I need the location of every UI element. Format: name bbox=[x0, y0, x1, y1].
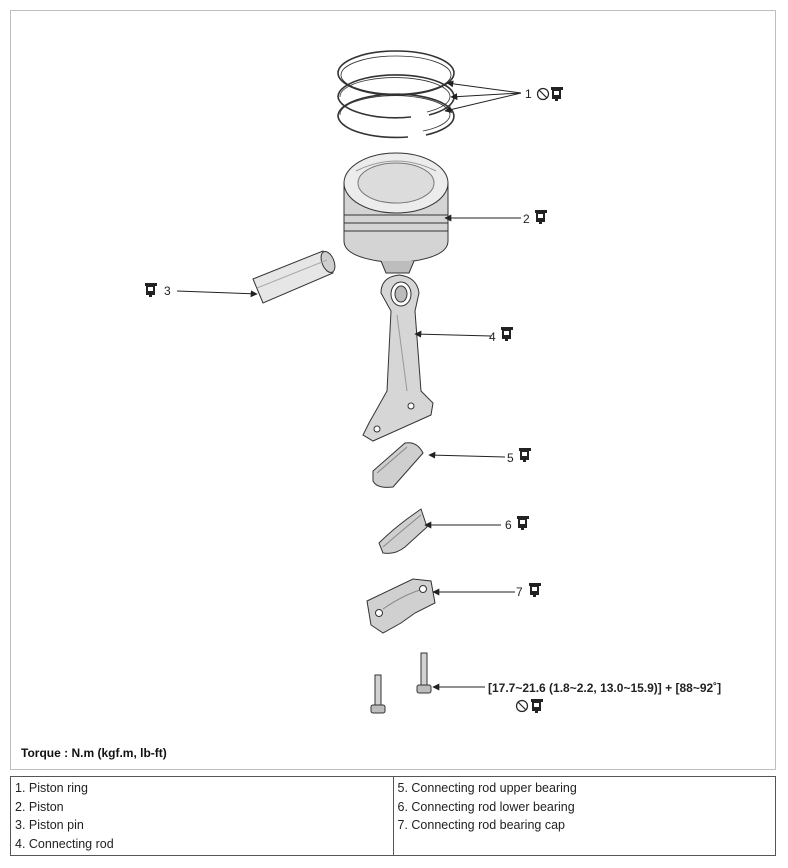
wrench-icon bbox=[551, 87, 563, 101]
callout-5-number: 5 bbox=[507, 451, 514, 465]
exploded-diagram: 1 2 3 4 5 bbox=[10, 10, 776, 770]
connecting-rod bbox=[362, 274, 434, 442]
diagram-canvas: 1 2 3 4 5 bbox=[21, 50, 721, 760]
wrench-icon bbox=[531, 699, 543, 713]
no-reuse-icon bbox=[515, 699, 529, 713]
torque-note: Torque : N.m (kgf.m, lb-ft) bbox=[21, 746, 167, 760]
bearing-cap bbox=[366, 578, 436, 634]
piston bbox=[343, 152, 449, 274]
wrench-icon bbox=[517, 516, 529, 530]
legend-item: 4. Connecting rod bbox=[15, 836, 114, 851]
bolt-torque-spec: [17.7~21.6 (1.8~2.2, 13.0~15.9)] + [88~9… bbox=[488, 681, 721, 695]
legend-item: 1. Piston ring bbox=[15, 781, 88, 795]
legend-item: 3. Piston pin bbox=[15, 818, 84, 832]
wrench-icon bbox=[501, 327, 513, 341]
callout-3-arrow bbox=[176, 290, 258, 298]
callout-6-number: 6 bbox=[505, 518, 512, 532]
legend-item: 7. Connecting rod bearing cap bbox=[397, 818, 565, 832]
piston-rings bbox=[337, 50, 455, 139]
legend-item: 2. Piston bbox=[15, 799, 64, 814]
bolts bbox=[370, 652, 432, 714]
wrench-icon bbox=[519, 448, 531, 462]
wrench-icon bbox=[535, 210, 547, 224]
upper-bearing bbox=[372, 442, 424, 488]
callout-4-number: 4 bbox=[489, 330, 496, 344]
lower-bearing bbox=[378, 508, 428, 554]
piston-pin bbox=[252, 250, 336, 304]
no-reuse-icon bbox=[536, 87, 550, 101]
legend-item: 6. Connecting rod lower bearing bbox=[397, 799, 575, 814]
legend-column-left: 1. Piston ring 2. Piston 3. Piston pin 4… bbox=[10, 776, 394, 856]
callout-1-arrows bbox=[444, 80, 522, 113]
callout-3-number: 3 bbox=[164, 284, 171, 298]
wrench-icon bbox=[145, 283, 157, 297]
parts-legend: 1. Piston ring 2. Piston 3. Piston pin 4… bbox=[10, 776, 776, 856]
callout-7-number: 7 bbox=[516, 585, 523, 599]
legend-column-right: 5. Connecting rod upper bearing 6. Conne… bbox=[392, 776, 776, 856]
callout-2-number: 2 bbox=[523, 212, 530, 226]
callout-4-arrow bbox=[414, 330, 492, 338]
legend-item: 5. Connecting rod upper bearing bbox=[397, 781, 577, 795]
callout-1-number: 1 bbox=[525, 87, 532, 101]
wrench-icon bbox=[529, 583, 541, 597]
callout-5-arrow bbox=[428, 451, 506, 459]
